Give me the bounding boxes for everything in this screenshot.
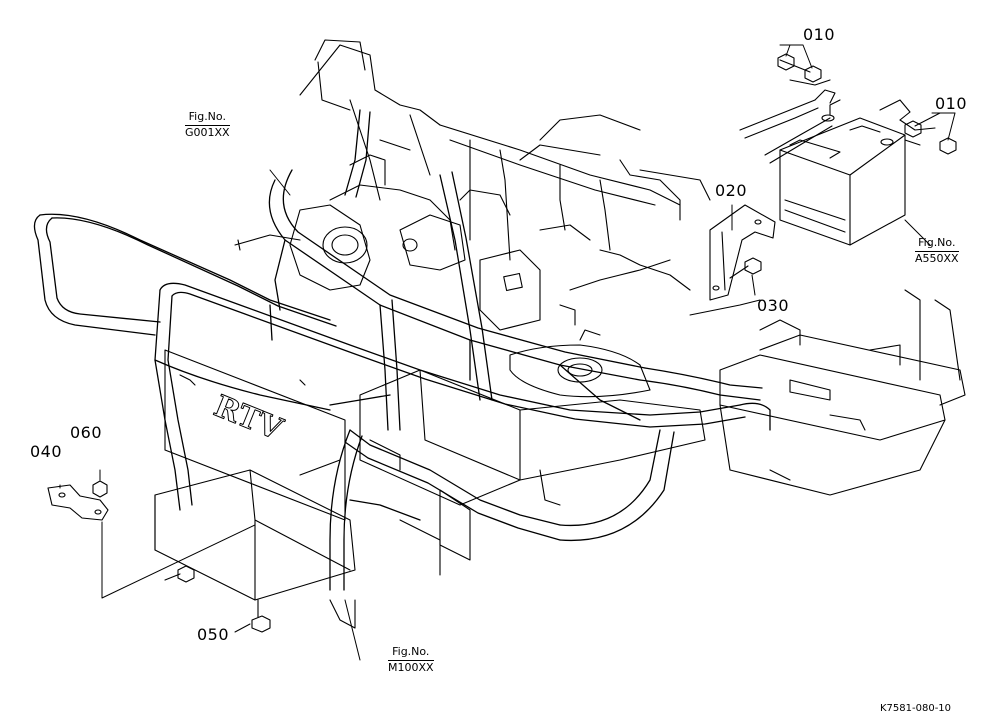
rtv-emblem: RTV xyxy=(209,389,288,448)
fig-ref-a550: Fig.No. A550XX xyxy=(915,236,959,266)
lower-bracket xyxy=(154,459,441,629)
part-label-010-battery: 010 xyxy=(803,25,836,44)
battery-cables xyxy=(739,59,936,164)
floor-plate xyxy=(359,329,706,561)
tube-frame xyxy=(268,109,763,431)
fig-ref-prefix: Fig.No. xyxy=(392,645,430,658)
fig-ref-m100: Fig.No. M100XX xyxy=(388,645,434,675)
hardware xyxy=(92,53,957,633)
drawing-code: K7581-080-10 xyxy=(880,703,952,714)
fig-ref-prefix: Fig.No. xyxy=(918,236,956,249)
part-label-030: 030 xyxy=(757,296,790,315)
right-deck xyxy=(719,289,966,496)
grille-panel xyxy=(164,349,346,521)
part-label-060: 060 xyxy=(70,423,103,442)
fig-ref-g001: Fig.No. G001XX xyxy=(185,110,230,140)
battery xyxy=(779,99,906,246)
bracket-040 xyxy=(47,484,109,521)
fig-ref-prefix: Fig.No. xyxy=(188,110,226,123)
fig-ref-code: A550XX xyxy=(915,251,959,265)
main-frame xyxy=(234,39,711,331)
leader-lines xyxy=(59,44,956,661)
fig-ref-code: M100XX xyxy=(388,660,434,674)
bracket-020 xyxy=(709,204,776,301)
front-bumper xyxy=(33,213,771,591)
part-label-010-terminal: 010 xyxy=(935,94,968,113)
part-label-050: 050 xyxy=(197,625,230,644)
fig-ref-code: G001XX xyxy=(185,125,230,139)
part-label-020: 020 xyxy=(715,181,748,200)
part-label-040: 040 xyxy=(30,442,63,461)
